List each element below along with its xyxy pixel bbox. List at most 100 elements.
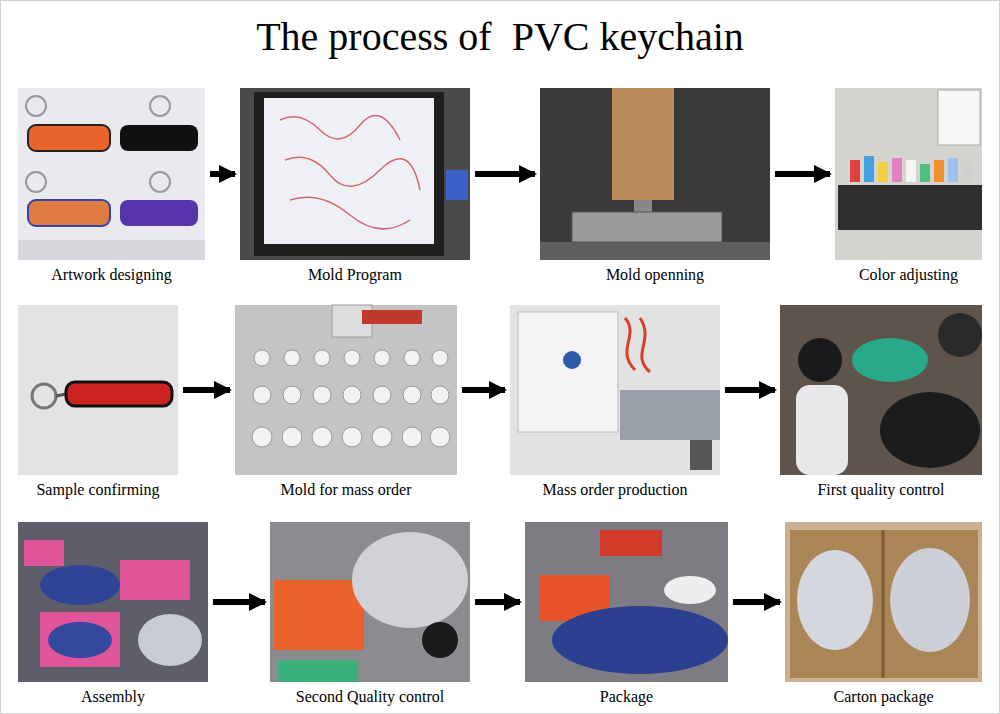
mold-cavity — [373, 386, 391, 404]
mold-cavity — [254, 350, 270, 366]
step-caption: Assembly — [81, 688, 145, 706]
machine-panel — [518, 312, 618, 432]
photo-machine — [540, 88, 770, 260]
mold-cavity — [374, 350, 390, 366]
photo-mold — [235, 305, 457, 475]
process-step: Mold for mass order — [235, 305, 457, 475]
flow-arrow — [733, 599, 780, 605]
red-cloth — [362, 310, 422, 324]
diagram-title: The process of PVC keychain — [0, 14, 1000, 60]
key-ring — [26, 172, 46, 192]
paint-cup — [962, 162, 972, 182]
machine-base — [540, 242, 770, 260]
process-step: Package — [525, 522, 728, 682]
bag-pile — [552, 606, 728, 674]
red-wires — [625, 318, 650, 372]
mold-cavity — [284, 350, 300, 366]
mold-cavity — [314, 350, 330, 366]
photo-carton — [785, 522, 982, 682]
process-step: Second Quality control — [270, 522, 470, 682]
mold-cavity — [312, 427, 332, 447]
mold-cavity — [283, 386, 301, 404]
photo-second-qc — [270, 522, 470, 682]
photo-sample — [18, 305, 178, 475]
step-caption: Artwork designing — [51, 266, 171, 284]
process-step: Mold openning — [540, 88, 770, 260]
flow-arrow — [210, 171, 235, 177]
work-table — [620, 390, 720, 440]
mold-cavities — [252, 350, 450, 447]
flow-arrow — [213, 599, 265, 605]
flow-arrow — [475, 171, 535, 177]
paint-cup — [864, 156, 874, 182]
process-step: Carton package — [785, 522, 982, 682]
worker-body — [796, 385, 848, 475]
carton-box — [790, 530, 978, 678]
photo-quality-control — [780, 305, 982, 475]
flow-arrow — [183, 387, 230, 393]
photo-production — [510, 305, 720, 475]
step-caption: Mold openning — [606, 266, 704, 284]
mold-cavity — [430, 427, 450, 447]
flow-arrow — [462, 387, 505, 393]
process-step: Artwork designing — [18, 88, 205, 260]
carton-divider — [882, 530, 885, 678]
control-box — [690, 440, 712, 470]
keychain-shape — [120, 200, 198, 226]
step-caption: Mass order production — [543, 481, 688, 499]
step-caption: Second Quality control — [296, 688, 444, 706]
green-basket — [278, 660, 358, 682]
monitor-bezel — [254, 92, 444, 256]
process-step: Assembly — [18, 522, 208, 682]
paint-cup — [934, 160, 944, 182]
mold-cavity — [253, 386, 271, 404]
step-caption: Package — [600, 688, 653, 706]
paint-cup — [850, 160, 860, 182]
bag-pile — [797, 550, 873, 650]
bag-pile — [664, 576, 716, 604]
process-step: Mold Program — [240, 88, 470, 260]
flow-arrow — [475, 599, 520, 605]
paint-cup — [906, 160, 916, 182]
bag-pile — [48, 622, 112, 658]
key-ring — [26, 96, 46, 116]
mold-cavity — [343, 386, 361, 404]
photo-assembly — [18, 522, 208, 682]
step-caption: Sample confirming — [36, 481, 159, 499]
mold-cavity — [432, 350, 448, 366]
bag-pile — [890, 548, 970, 652]
pink-basket — [40, 612, 120, 667]
mold-cavity — [344, 350, 360, 366]
machine-spindle — [612, 88, 674, 200]
key-ring — [150, 172, 170, 192]
keychain-sample — [66, 382, 172, 406]
photo-package — [525, 522, 728, 682]
worker-head — [422, 622, 458, 658]
paint-cup — [892, 158, 902, 182]
mold-drawing — [280, 115, 420, 229]
key-ring — [32, 384, 56, 408]
keychain-shape — [28, 125, 110, 151]
work-table — [838, 185, 982, 230]
photo-color-room — [835, 88, 982, 260]
key-ring — [150, 96, 170, 116]
mold-cavity — [282, 427, 302, 447]
paint-cup — [920, 164, 930, 182]
mold-cavity — [403, 386, 421, 404]
mold-cavity — [313, 386, 331, 404]
mold-cavity — [431, 386, 449, 404]
photo-artwork — [18, 88, 205, 260]
flow-arrow — [725, 387, 775, 393]
flow-arrow — [775, 171, 830, 177]
step-caption: Carton package — [834, 688, 934, 706]
step-caption: Mold Program — [308, 266, 402, 284]
step-caption: Color adjusting — [859, 266, 958, 284]
process-step: Color adjusting — [835, 88, 982, 260]
process-step: Sample confirming — [18, 305, 178, 475]
mold-plate — [572, 212, 722, 242]
process-step: First quality control — [780, 305, 982, 475]
